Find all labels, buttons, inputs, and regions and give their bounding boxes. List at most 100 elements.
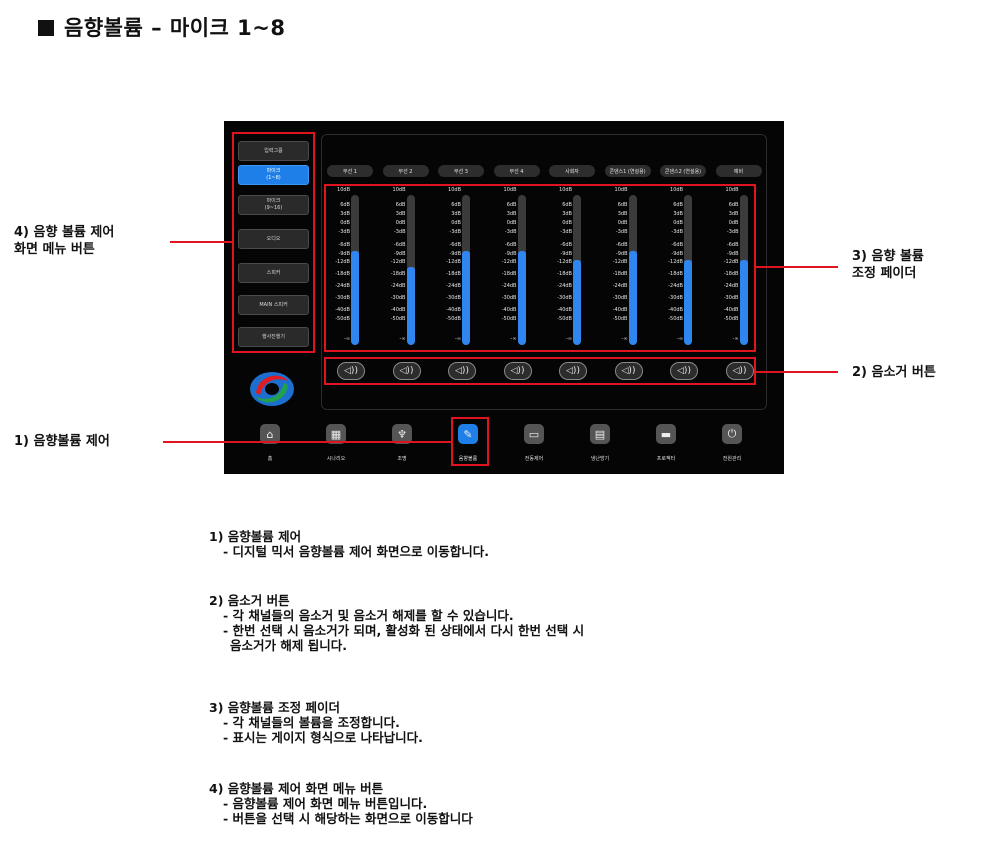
scale-label: 0dB: [340, 220, 350, 226]
scale-label: 0dB: [451, 220, 461, 226]
fader-track[interactable]: [351, 195, 359, 345]
fader-track[interactable]: [462, 195, 470, 345]
mute-button[interactable]: ◁)): [448, 362, 476, 380]
fader-track[interactable]: [739, 195, 748, 345]
mute-button[interactable]: ◁)): [614, 362, 643, 380]
channel-tab[interactable]: 콘덴스2 (연설용): [660, 165, 706, 177]
scale-label: -3dB: [449, 229, 461, 235]
scale-label: -18dB: [723, 271, 739, 277]
scale-label: 0dB: [673, 220, 683, 226]
description-line: - 표시는 게이지 형식으로 나타납니다.: [223, 730, 423, 745]
scale-label: 10dB: [392, 187, 406, 193]
channel-tab[interactable]: 무선 1: [327, 165, 373, 177]
nav-label: 홈: [267, 456, 273, 462]
nav-item-2[interactable]: ♆조명: [381, 422, 421, 466]
scale-label: -18dB: [446, 271, 461, 277]
mute-button[interactable]: ◁)): [670, 362, 698, 380]
scale-label: -∞: [344, 336, 350, 342]
description-line: - 한번 선택 시 음소거가 되며, 활성화 된 상태에서 다시 한번 선택 시: [223, 623, 585, 638]
scale-label: 10dB: [503, 187, 517, 193]
channel-tab[interactable]: 무선 4: [493, 165, 540, 177]
description-line: 음소거가 해제 됩니다.: [230, 638, 347, 653]
scale-label: -∞: [399, 336, 406, 342]
page-title: 음향볼륨 – 마이크 1~8: [38, 12, 286, 42]
menu-button[interactable]: 마이크 (1~8): [238, 165, 309, 185]
scale-label: -40dB: [335, 307, 350, 313]
fader-track[interactable]: [684, 195, 692, 345]
scale-label: -24dB: [668, 283, 683, 289]
scale-label: -24dB: [612, 283, 628, 289]
scale-label: -12dB: [723, 259, 739, 265]
scale-label: -∞: [621, 336, 628, 342]
description-line: - 버튼을 선택 시 해당하는 화면으로 이동합니다: [223, 811, 473, 826]
channel-tab[interactable]: 무선 2: [382, 165, 429, 177]
scale-label: -6dB: [393, 242, 406, 248]
scale-label: -9dB: [726, 251, 739, 257]
menu-button[interactable]: 스피커: [238, 263, 309, 283]
scale-label: 0dB: [395, 220, 406, 226]
nav-item-5[interactable]: ▤냉난방기: [579, 422, 619, 466]
scale-label: 0dB: [728, 220, 739, 226]
scale-label: -40dB: [390, 307, 406, 313]
mute-button[interactable]: ◁)): [337, 362, 365, 380]
fader-level-fill: [406, 267, 415, 345]
callout-line-mute: [756, 371, 838, 373]
speaker-icon: ◁)): [732, 366, 747, 376]
fader-track[interactable]: [406, 195, 415, 345]
fader-track[interactable]: [573, 195, 581, 345]
fader-highlight-frame: [324, 184, 756, 352]
mute-button[interactable]: ◁)): [559, 362, 587, 380]
scale-label: -30dB: [612, 295, 628, 301]
description-block: 1) 음향볼륨 제어- 디지털 믹서 음향볼륨 제어 화면으로 이동합니다.: [209, 529, 489, 559]
scale-label: -30dB: [446, 295, 461, 301]
channel-tab[interactable]: 예비: [715, 165, 762, 177]
scale-label: -50dB: [668, 316, 683, 322]
scale-label: -40dB: [557, 307, 572, 313]
scale-label: 0dB: [617, 220, 628, 226]
callout-line-menu: [170, 241, 232, 243]
menu-button[interactable]: 입력그룹: [238, 141, 309, 161]
nav-item-4[interactable]: ▭전동제어: [513, 422, 553, 466]
scale-label: -9dB: [560, 251, 572, 257]
mute-button[interactable]: ◁)): [725, 362, 754, 380]
nav-label: 음향볼륨: [458, 456, 478, 462]
scale-label: -6dB: [560, 242, 572, 248]
scale-label: 10dB: [670, 187, 683, 193]
scale-label: -18dB: [612, 271, 628, 277]
nav-item-6[interactable]: ▬프로젝터: [645, 422, 685, 466]
scale-label: 6dB: [562, 202, 572, 208]
channel-tab[interactable]: 사회자: [549, 165, 595, 177]
scale-label: -12dB: [446, 259, 461, 265]
menu-button[interactable]: MAIN 스피커: [238, 295, 309, 315]
scale-label: -∞: [677, 336, 683, 342]
nav-item-3[interactable]: ✎음향볼륨: [447, 422, 487, 466]
scale-label: -50dB: [557, 316, 572, 322]
scale-label: 3dB: [451, 211, 461, 217]
channel-tab[interactable]: 콘덴스1 (연설용): [604, 165, 651, 177]
menu-button[interactable]: 마이크 (9~16): [238, 195, 309, 215]
mute-button[interactable]: ◁)): [392, 362, 421, 380]
fader-track[interactable]: [517, 195, 526, 345]
menu-button[interactable]: 행사진행기: [238, 327, 309, 347]
callout-fader: 3) 음향 볼륨 조정 페이더: [852, 249, 924, 281]
fader-track[interactable]: [628, 195, 637, 345]
fader-level-fill: [351, 250, 359, 345]
scale-label: -24dB: [501, 283, 517, 289]
callout-line-volume: [163, 441, 451, 443]
scale-label: -3dB: [560, 229, 572, 235]
mute-button[interactable]: ◁)): [503, 362, 532, 380]
speaker-icon: ◁)): [621, 366, 636, 376]
menu-button[interactable]: 오디오: [238, 229, 309, 249]
nav-item-0[interactable]: ⌂홈: [249, 422, 289, 466]
nav-item-1[interactable]: ▦시나리오: [315, 422, 355, 466]
channel-tab[interactable]: 무선 3: [438, 165, 484, 177]
nav-label: 조명: [397, 456, 407, 462]
scale-label: -18dB: [668, 271, 683, 277]
scale-label: -6dB: [338, 242, 350, 248]
nav-item-7[interactable]: ⏻전원관리: [711, 422, 751, 466]
